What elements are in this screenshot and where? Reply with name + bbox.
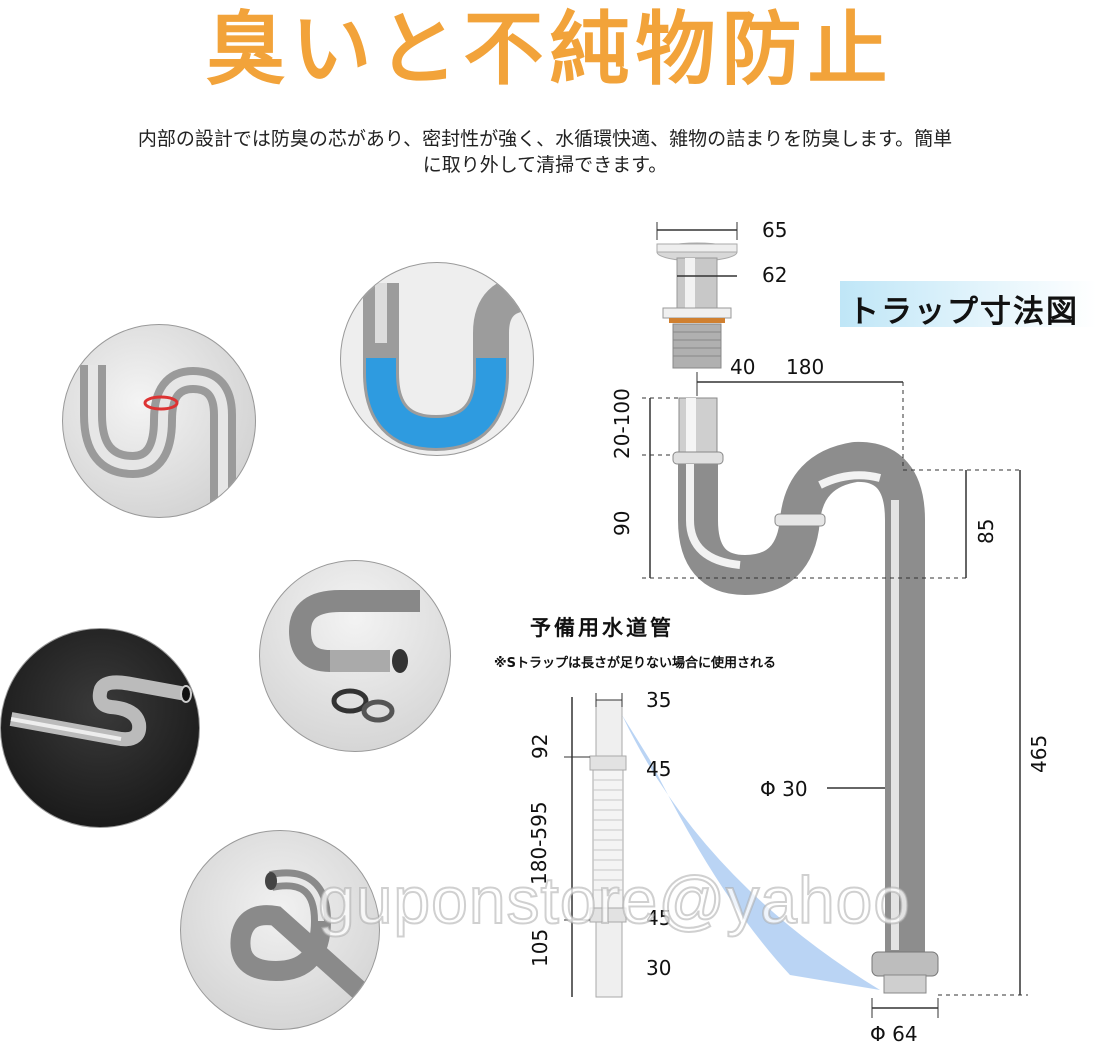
hose-label-92: 92 (528, 733, 552, 759)
dim-label-phi64: Φ 64 (870, 1022, 918, 1046)
headline: 臭いと不純物防止 (205, 3, 894, 96)
hose-label-30: 30 (646, 956, 672, 980)
hose-label-45-bottom: 45 (646, 906, 672, 930)
dim-label-62: 62 (762, 263, 788, 287)
photo-trap-seal-closeup (62, 324, 256, 518)
hose-label-35: 35 (646, 688, 672, 712)
dim-label-465: 465 (1027, 734, 1051, 773)
p-trap-loop-illustration (230, 869, 378, 1009)
spare-pipe-note: ※Sトラップは長さが足りない場合に使用される (494, 656, 777, 671)
water-seal-illustration (363, 275, 532, 452)
hose-label-45-top: 45 (646, 757, 672, 781)
spare-pipe-title: 予備用水道管 (530, 616, 674, 640)
trap-seal-illustration (80, 365, 236, 517)
photo-trap-water-seal (340, 262, 534, 456)
trap-rings-illustration (288, 590, 420, 723)
dim-label-180: 180 (786, 355, 825, 379)
spare-hose-illustration (589, 699, 627, 998)
description-text: 内部の設計では防臭の芯があり、密封性が強く、水循環快適、雑物の詰まりを防臭します… (137, 128, 953, 176)
s-trap-pipe-illustration (672, 397, 939, 994)
dim-label-65: 65 (762, 218, 788, 242)
dimension-badge-label: トラップ寸法図 (848, 294, 1079, 330)
popup-drain-illustration (656, 242, 738, 369)
s-trap-dark-illustration (9, 675, 192, 747)
dim-label-20-100: 20-100 (610, 388, 634, 459)
photo-trap-with-rings (259, 560, 451, 752)
watermark: guponstore@yahoo (317, 862, 912, 938)
photo-p-trap-loop (180, 830, 380, 1030)
dim-label-85: 85 (974, 518, 998, 544)
dim-label-40: 40 (730, 355, 756, 379)
dimension-badge: トラップ寸法図 (840, 281, 1096, 330)
photo-s-trap-dark (0, 628, 200, 828)
dim-label-phi30: Φ 30 (760, 777, 808, 801)
dim-label-90: 90 (610, 510, 634, 536)
